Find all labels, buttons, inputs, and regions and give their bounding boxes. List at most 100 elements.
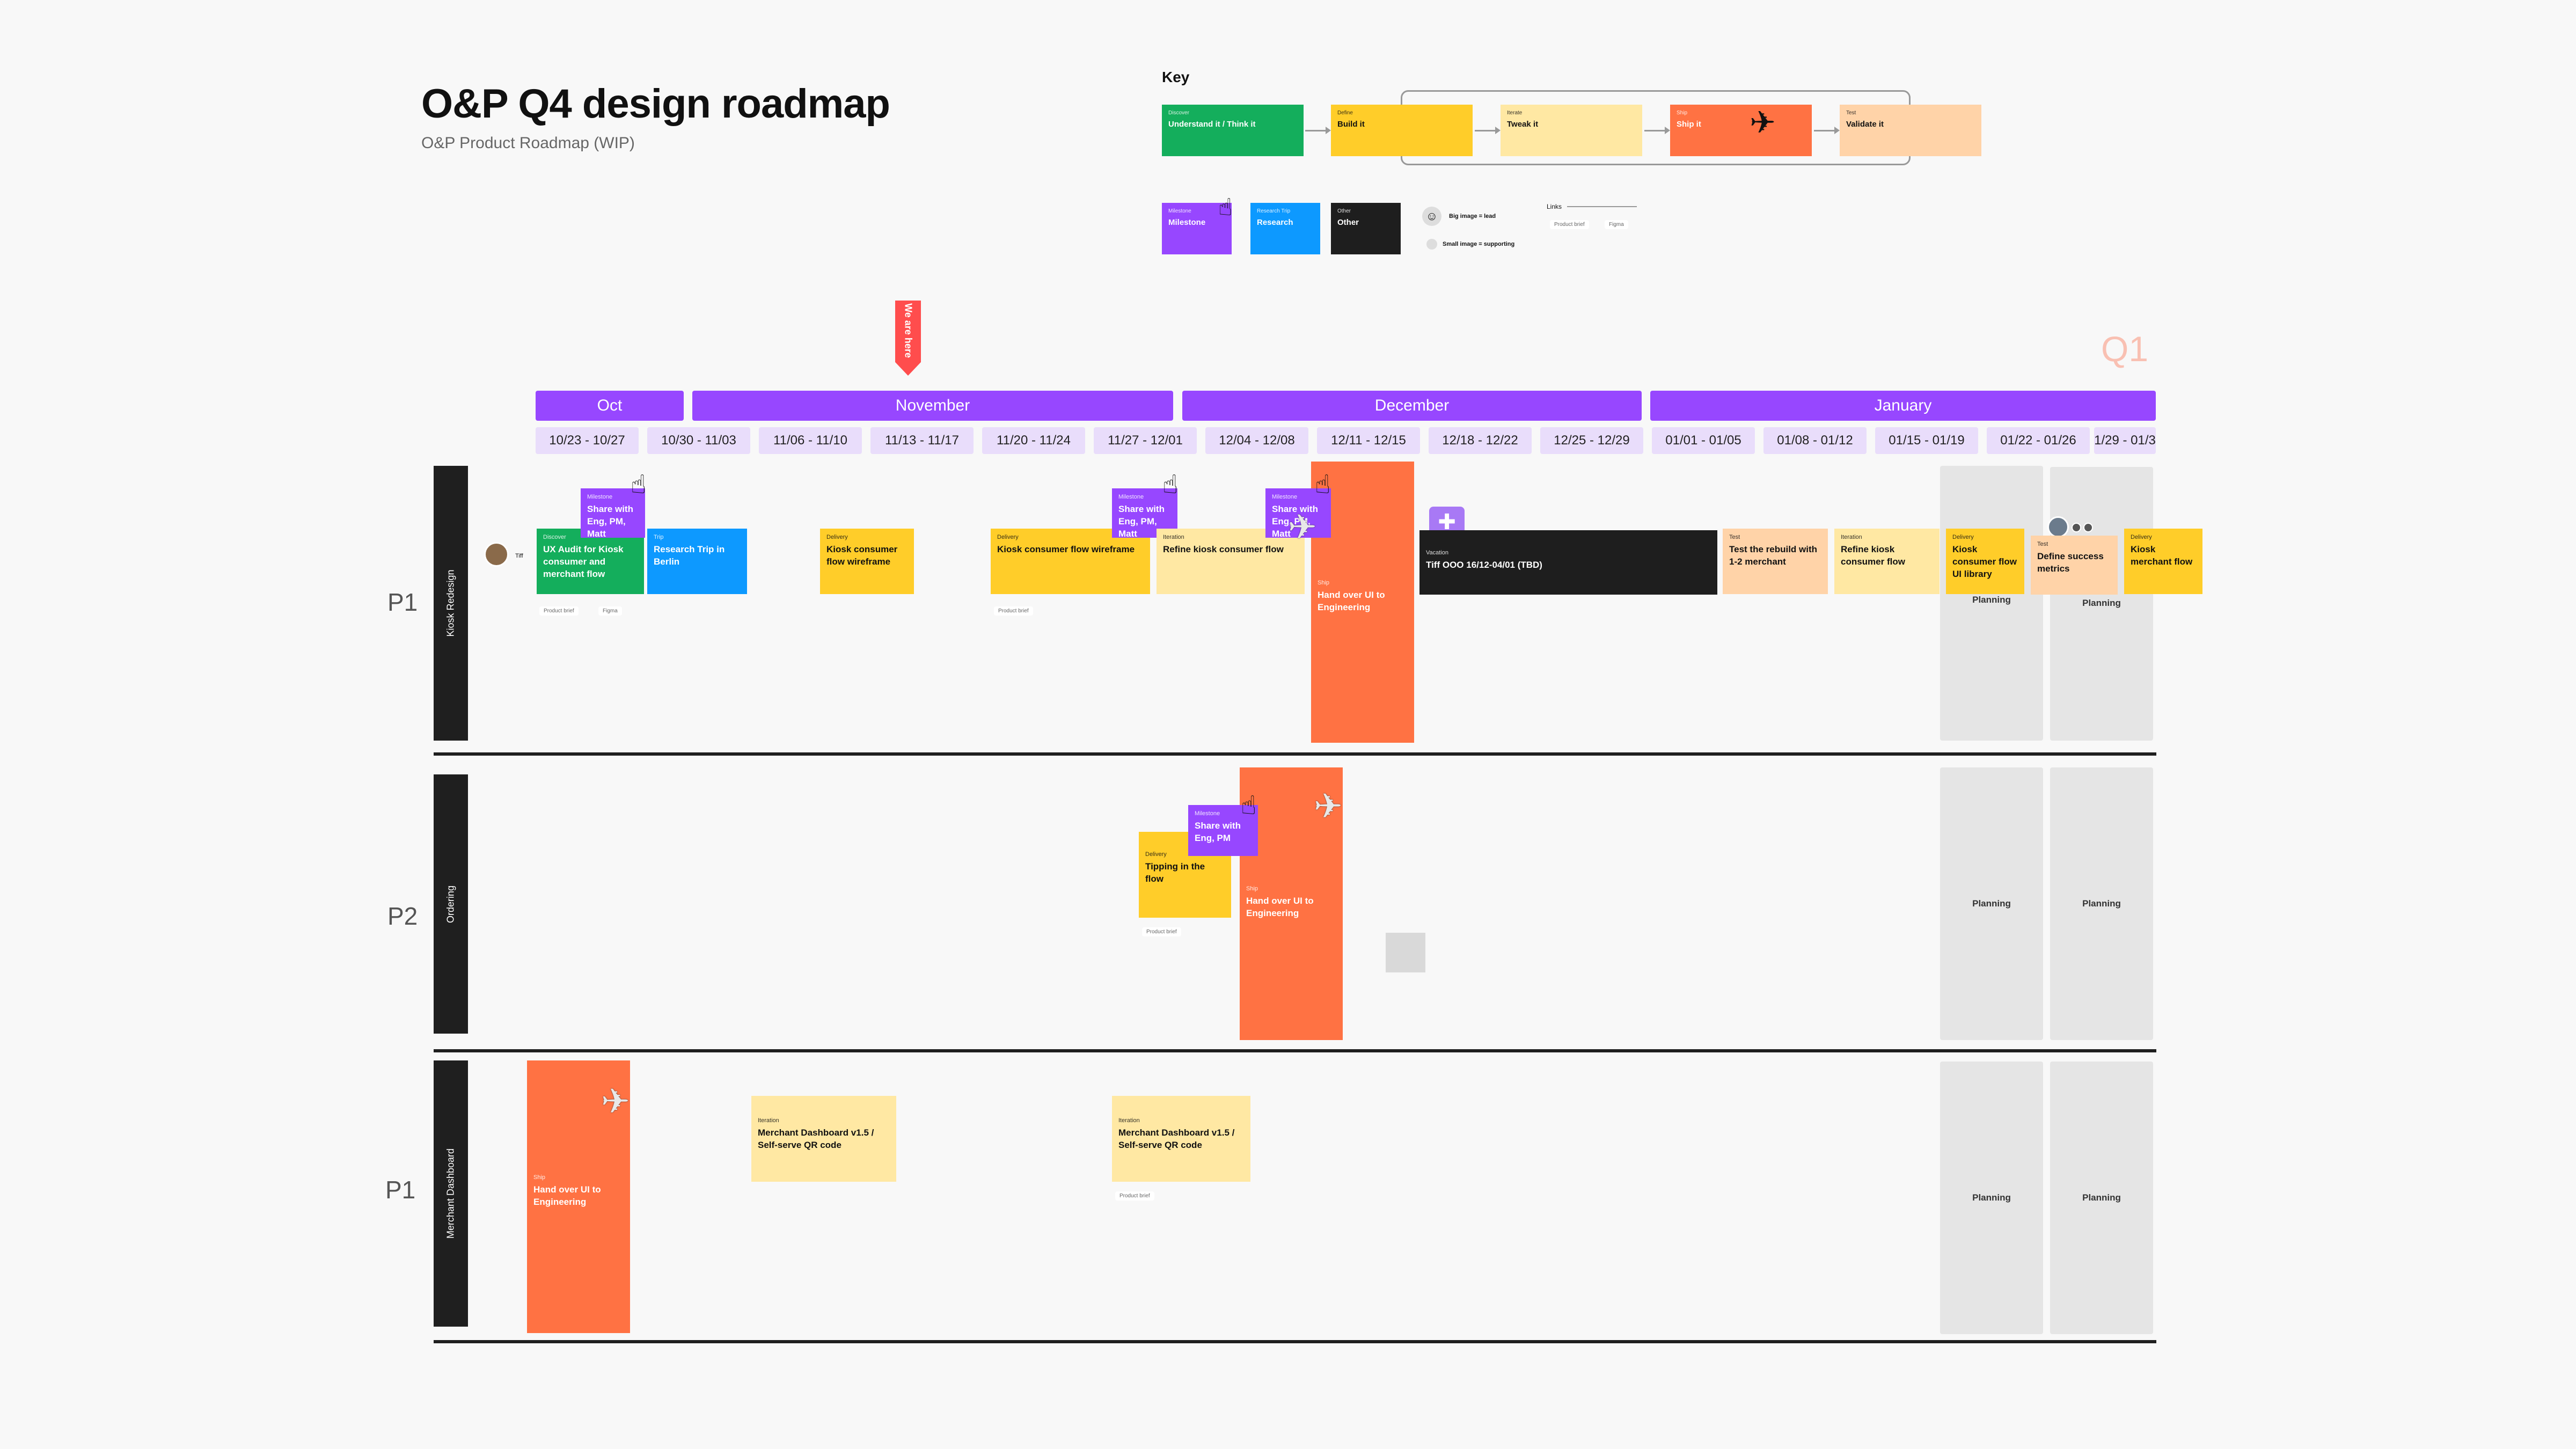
sticky-type: Delivery xyxy=(826,534,848,540)
month-december: December xyxy=(1182,391,1642,421)
avatar xyxy=(2072,523,2081,532)
key-ship[interactable]: Ship Ship it xyxy=(1670,105,1812,156)
key-links-label: Links xyxy=(1547,203,1562,210)
sticky-label: Test the rebuild with 1-2 merchant xyxy=(1729,544,1818,567)
sticky-iteration[interactable]: Iteration Refine kiosk consumer flow xyxy=(1834,529,1940,594)
we-are-here-label: We are here xyxy=(903,303,914,358)
planning-block: Planning xyxy=(1940,466,2043,741)
paper-plane-hand-icon: ✈ xyxy=(1288,508,1317,546)
sticky-type: Iteration xyxy=(1163,534,1184,540)
product-brief-link[interactable]: Product brief xyxy=(1115,1191,1154,1201)
planning-label: Planning xyxy=(1972,595,2011,605)
key-test-label: Validate it xyxy=(1846,120,1884,129)
page-title: O&P Q4 design roadmap xyxy=(421,81,890,127)
sticky-iteration[interactable]: Iteration Merchant Dashboard v1.5 / Self… xyxy=(1112,1096,1250,1182)
q1-label: Q1 xyxy=(2101,329,2149,369)
we-are-here-marker: We are here xyxy=(895,301,921,376)
key-iterate[interactable]: Iterate Tweak it xyxy=(1501,105,1642,156)
key-arrow-4 xyxy=(1814,127,1840,134)
planning-block: Planning xyxy=(1940,767,2043,1040)
week-7: 12/04 - 12/08 xyxy=(1205,427,1308,454)
key-big-image: Big image = lead xyxy=(1449,213,1496,219)
key-discover[interactable]: Discover Understand it / Think it xyxy=(1162,105,1304,156)
sticky-test[interactable]: Test Define success metrics xyxy=(2031,536,2118,595)
key-milestone-label: Milestone xyxy=(1168,218,1206,227)
lane-merchant-dashboard-label: Merchant Dashboard xyxy=(445,1148,456,1239)
key-iterate-label: Tweak it xyxy=(1507,120,1539,129)
planning-block: Planning xyxy=(2050,1062,2153,1334)
key-milestone[interactable]: Milestone Milestone xyxy=(1162,203,1232,254)
face-icon-big: ☺ xyxy=(1422,207,1441,226)
sticky-research-trip[interactable]: Trip Research Trip in Berlin xyxy=(647,529,747,594)
pointing-hand-icon: ☝ xyxy=(1218,194,1233,221)
sticky-delivery[interactable]: Delivery Kiosk consumer flow wireframe xyxy=(820,529,914,594)
sticky-iteration[interactable]: Iteration Merchant Dashboard v1.5 / Self… xyxy=(751,1096,896,1182)
month-november: November xyxy=(692,391,1173,421)
placeholder-square xyxy=(1386,933,1425,972)
key-arrow-2 xyxy=(1475,127,1501,134)
lane-ordering-label: Ordering xyxy=(445,885,456,923)
sticky-label: Hand over UI to Engineering xyxy=(1318,590,1385,612)
key-ship-label: Ship it xyxy=(1677,120,1701,129)
sticky-milestone[interactable]: Milestone Share with Eng, PM xyxy=(1188,805,1258,856)
week-2: 10/30 - 11/03 xyxy=(647,427,750,454)
sticky-label: Merchant Dashboard v1.5 / Self-serve QR … xyxy=(1118,1128,1235,1150)
sticky-label: Share with Eng, PM, Matt xyxy=(1272,504,1318,539)
key-arrow-1 xyxy=(1305,127,1331,134)
product-brief-link[interactable]: Product brief xyxy=(1142,927,1181,936)
lane-2-priority: P2 xyxy=(387,902,418,930)
key-iterate-type: Iterate xyxy=(1507,110,1523,116)
sticky-iteration[interactable]: Iteration Refine kiosk consumer flow xyxy=(1157,529,1305,594)
avatar xyxy=(484,542,509,567)
week-1: 10/23 - 10/27 xyxy=(536,427,639,454)
paper-plane-hand-icon: ✈ xyxy=(601,1082,630,1121)
pointing-hand-icon: ☝ xyxy=(1162,471,1179,499)
sticky-delivery[interactable]: Delivery Kiosk consumer flow wireframe xyxy=(991,529,1150,594)
sticky-delivery[interactable]: Delivery Kiosk merchant flow xyxy=(2124,529,2202,594)
week-10: 12/25 - 12/29 xyxy=(1540,427,1643,454)
planning-label: Planning xyxy=(2082,1192,2121,1203)
week-8: 12/11 - 12/15 xyxy=(1317,427,1420,454)
sticky-label: Share with Eng, PM, Matt xyxy=(1118,504,1165,539)
planning-label: Planning xyxy=(1972,898,2011,909)
sticky-ship[interactable]: Ship Hand over UI to Engineering xyxy=(527,1060,630,1333)
week-4: 11/13 - 11/17 xyxy=(870,427,974,454)
sticky-label: Tiff OOO 16/12-04/01 (TBD) xyxy=(1426,560,1542,570)
key-product-brief-link[interactable]: Product brief xyxy=(1550,220,1589,229)
key-other[interactable]: Other Other xyxy=(1331,203,1401,254)
key-milestone-type: Milestone xyxy=(1168,208,1191,214)
sticky-type: Milestone xyxy=(1118,494,1144,500)
key-figma-link[interactable]: Figma xyxy=(1605,220,1628,229)
week-6: 11/27 - 12/01 xyxy=(1094,427,1197,454)
week-3: 11/06 - 11/10 xyxy=(759,427,862,454)
month-oct: Oct xyxy=(536,391,684,421)
product-brief-link[interactable]: Product brief xyxy=(539,606,579,616)
key-research-label: Research xyxy=(1257,218,1293,227)
sticky-label: Kiosk consumer flow wireframe xyxy=(826,544,898,567)
figma-link[interactable]: Figma xyxy=(598,606,622,616)
sticky-milestone[interactable]: Milestone Share with Eng, PM, Matt xyxy=(581,488,645,539)
paper-plane-hand-icon: ✈ xyxy=(1314,787,1343,825)
sticky-discover[interactable]: Discover UX Audit for Kiosk consumer and… xyxy=(537,529,644,594)
key-label: Key xyxy=(1162,69,1190,85)
planning-block: Planning xyxy=(2050,767,2153,1040)
sticky-vacation[interactable]: Vacation Tiff OOO 16/12-04/01 (TBD) xyxy=(1419,530,1717,595)
key-define-type: Define xyxy=(1337,110,1353,116)
product-brief-link[interactable]: Product brief xyxy=(994,606,1033,616)
pointing-hand-icon: ☝ xyxy=(1241,792,1257,820)
key-research[interactable]: Research Trip Research xyxy=(1250,203,1320,254)
owner-name: Tiff xyxy=(515,553,523,559)
face-icon-small xyxy=(1426,239,1437,250)
sticky-label: Merchant Dashboard v1.5 / Self-serve QR … xyxy=(758,1128,874,1150)
sticky-delivery[interactable]: Delivery Kiosk consumer flow UI library xyxy=(1946,529,2024,594)
pointing-hand-icon: ☝ xyxy=(631,471,647,499)
key-test[interactable]: Test Validate it xyxy=(1840,105,1981,156)
key-define[interactable]: Define Build it xyxy=(1331,105,1473,156)
sticky-label: Share with Eng, PM xyxy=(1195,821,1241,843)
sticky-test[interactable]: Test Test the rebuild with 1-2 merchant xyxy=(1723,529,1828,594)
sticky-label: Kiosk consumer flow UI library xyxy=(1952,544,2017,579)
sticky-label: Research Trip in Berlin xyxy=(654,544,725,567)
week-15: 1/29 - 01/3 xyxy=(2094,427,2156,454)
sticky-milestone[interactable]: Milestone Share with Eng, PM, Matt xyxy=(1265,488,1331,539)
lane-merchant-dashboard: Merchant Dashboard xyxy=(434,1060,468,1327)
